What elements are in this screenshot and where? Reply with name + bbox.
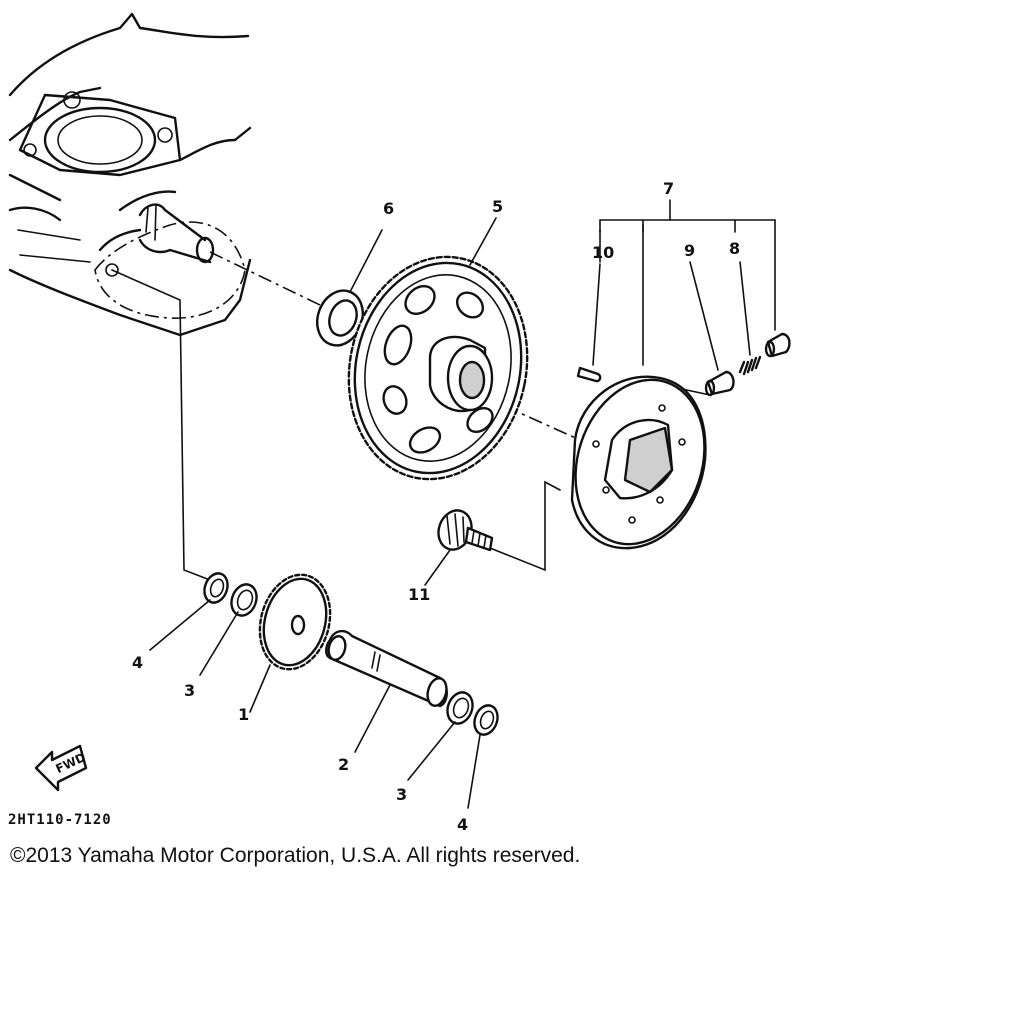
label-part-4-right: 4 <box>457 815 468 834</box>
label-part-1: 1 <box>238 705 249 724</box>
drawing-code: 2HT110-7120 <box>8 812 112 828</box>
label-part-7: 7 <box>663 179 674 198</box>
part-6-washer <box>316 229 383 347</box>
part-4-circlip-right <box>467 704 499 809</box>
part-5-large-gear <box>347 217 529 481</box>
part-8-spring <box>738 355 762 376</box>
label-part-3-left: 3 <box>184 681 195 700</box>
part-2-shaft <box>325 629 448 753</box>
part-1-small-gear <box>249 573 332 713</box>
part-10-pin <box>576 366 602 383</box>
engine-case <box>8 12 252 337</box>
part-3-washer-left <box>199 583 258 676</box>
part-7-clutch <box>570 375 707 550</box>
part-labels: 1 2 3 3 4 4 5 6 7 8 9 10 11 <box>132 179 740 834</box>
label-part-2: 2 <box>338 755 349 774</box>
copyright-notice: ©2013 Yamaha Motor Corporation, U.S.A. A… <box>10 844 581 867</box>
label-part-11: 11 <box>408 585 430 604</box>
part-8-cap <box>764 332 791 358</box>
part-11-bolt <box>424 509 494 586</box>
label-part-4-left: 4 <box>132 653 143 672</box>
center-lines <box>111 199 776 581</box>
part-9-roller <box>704 370 735 397</box>
label-part-6: 6 <box>383 199 394 218</box>
label-part-3-right: 3 <box>396 785 407 804</box>
fwd-arrow-icon: FWD <box>34 744 88 792</box>
label-part-9: 9 <box>684 241 695 260</box>
part-4-circlip-left <box>149 572 229 651</box>
label-part-10: 10 <box>592 243 614 262</box>
label-part-5: 5 <box>492 197 503 216</box>
label-part-8: 8 <box>729 239 740 258</box>
part-3-washer-right <box>407 691 474 781</box>
